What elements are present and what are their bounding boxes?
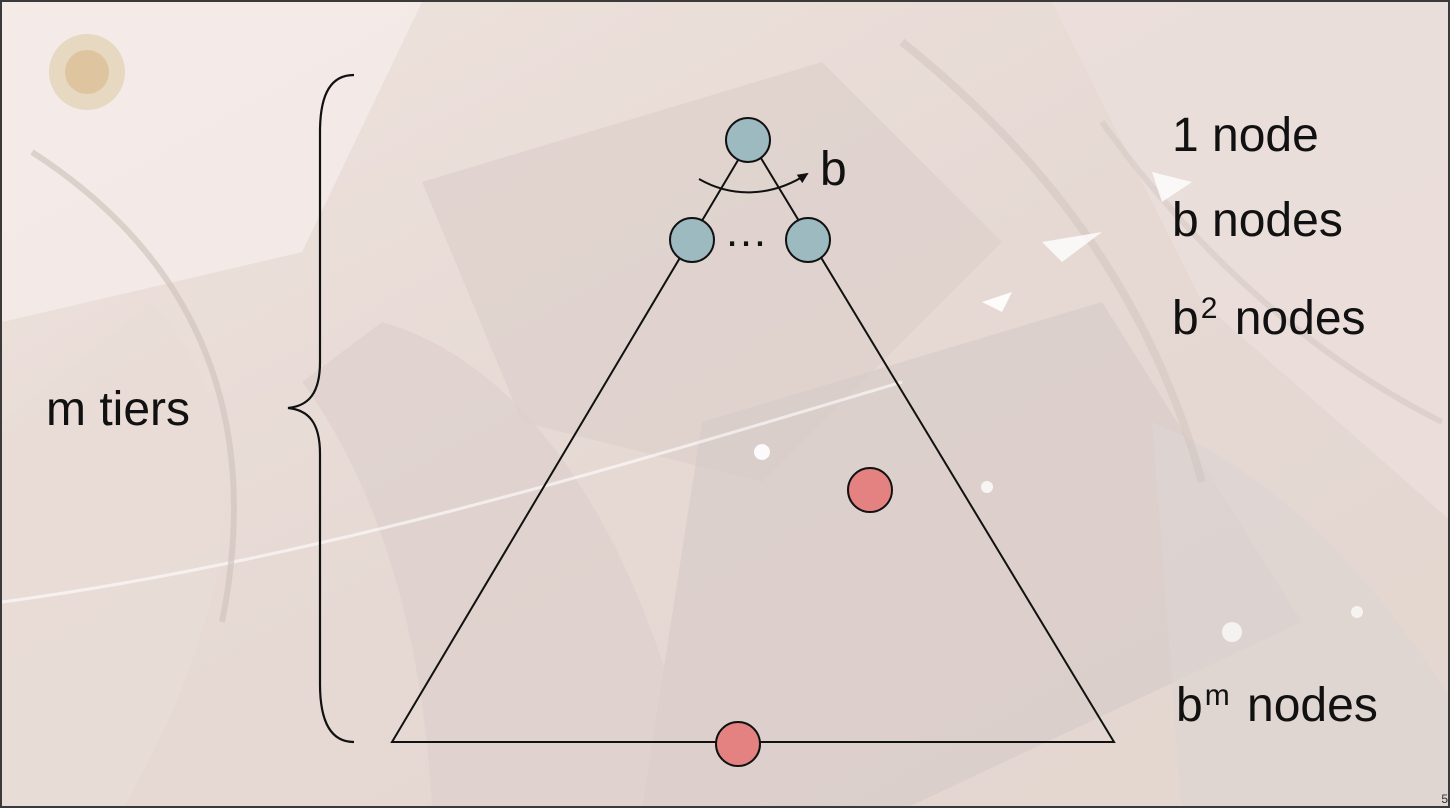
level-2-count: b2 nodes [1172, 292, 1366, 345]
goal-node-bottom [715, 721, 761, 767]
branching-factor-label: b [820, 143, 847, 196]
root-node [725, 117, 771, 163]
depth-label: m tiers [46, 383, 190, 436]
level-1-count: b nodes [1172, 194, 1343, 247]
level1-left-node [669, 217, 715, 263]
level-m-count: bm nodes [1176, 679, 1378, 732]
level1-right-node [785, 217, 831, 263]
ellipsis-label: … [724, 207, 768, 256]
page-number: 5 [1441, 792, 1448, 806]
goal-node-middle [847, 467, 893, 513]
depth-brace [287, 73, 355, 744]
branching-arrow [698, 172, 809, 194]
level-0-count: 1 node [1172, 109, 1319, 162]
